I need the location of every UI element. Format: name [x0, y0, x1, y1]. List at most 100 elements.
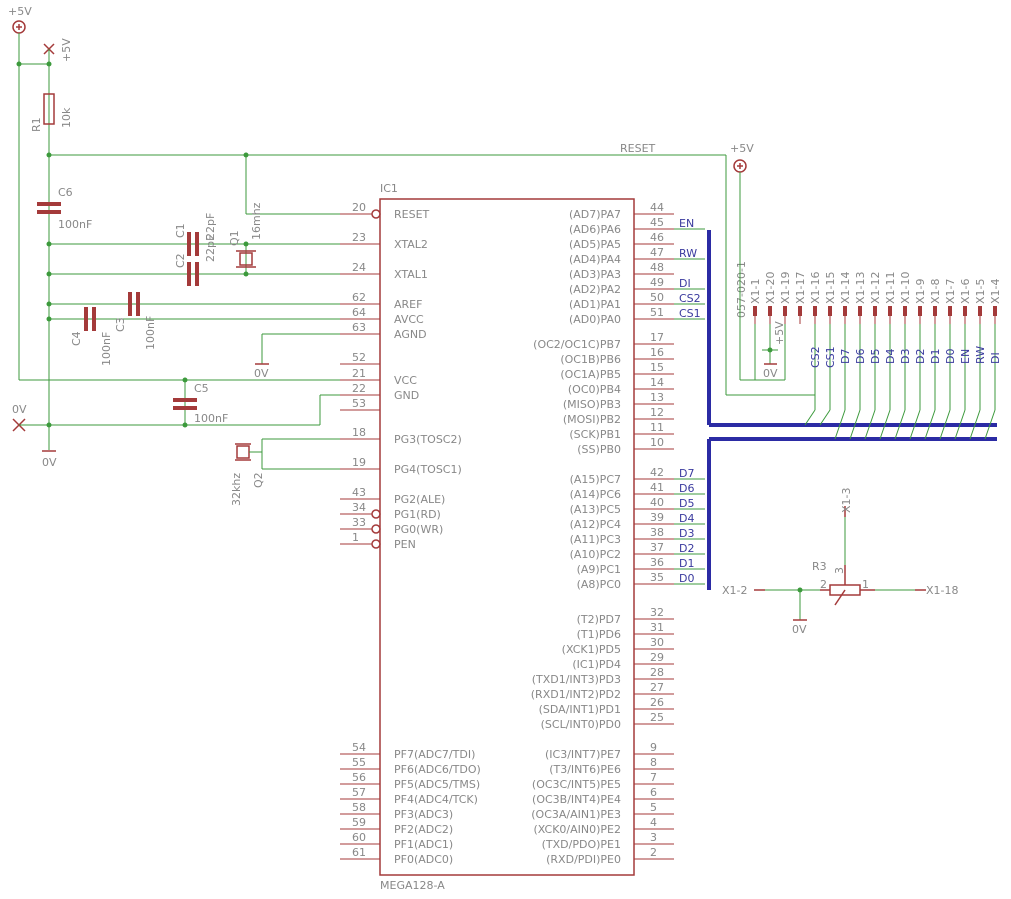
- ic-left-pin-number: 58: [352, 801, 366, 814]
- gnd-text: 0V: [42, 456, 57, 469]
- connector-pin-label: X1-6: [959, 278, 972, 304]
- c6-value: 100nF: [58, 218, 92, 231]
- ic-right-pin-label: (SDA/INT1)PD1: [539, 703, 621, 716]
- ic-left-pin-number: 20: [352, 201, 366, 214]
- ic-right-pin-label: (TXD1/INT3)PD3: [532, 673, 621, 686]
- ic-left-pin-number: 60: [352, 831, 366, 844]
- ic-left-pin-number: 63: [352, 321, 366, 334]
- ic-right-pin-number: 31: [650, 621, 664, 634]
- connector-pin-label: X1-5: [974, 278, 987, 304]
- connector-pin: [798, 306, 802, 316]
- ic-right-pin-number: 46: [650, 231, 664, 244]
- ic-left-pin-label: AGND: [394, 328, 427, 341]
- ic1-value: MEGA128-A: [380, 879, 445, 892]
- ic-right-pin-label: (MOSI)PB2: [563, 413, 621, 426]
- ic1-left-pins: 20RESET23XTAL224XTAL162AREF64AVCC63AGND5…: [340, 201, 481, 866]
- capacitor-c6: C6 100nF: [37, 186, 92, 231]
- c4-value: 100nF: [100, 332, 113, 366]
- connector-gnd-label: 0V: [763, 367, 778, 380]
- ic-left-pin-label: PF1(ADC1): [394, 838, 453, 851]
- ic-right-pin-label: (AD4)PA4: [569, 253, 621, 266]
- ic-right-pin-label: (MISO)PB3: [563, 398, 621, 411]
- capacitor-c3: C3 100nF: [114, 292, 157, 350]
- ic-right-pin-number: 12: [650, 406, 664, 419]
- r3-pin2: 2: [820, 578, 827, 591]
- pc-net-label: D0: [679, 572, 694, 585]
- connector-pin-label: X1-9: [914, 278, 927, 304]
- ic-right-pin-label: (AD3)PA3: [569, 268, 621, 281]
- ic-left-pin-number: 19: [352, 456, 366, 469]
- ic-right-pin-label: (IC3/INT7)PE7: [545, 748, 621, 761]
- c2-value: 22pF: [204, 213, 217, 240]
- ic-right-pin-number: 17: [650, 331, 664, 344]
- ic-left-pin-number: 1: [352, 531, 359, 544]
- ic-right-pin-label: (T2)PD7: [577, 613, 621, 626]
- ic-left-pin-number: 57: [352, 786, 366, 799]
- ic-right-pin-label: (A13)PC5: [570, 503, 621, 516]
- pc-net-label: D4: [679, 512, 694, 525]
- connector-pin: [813, 306, 817, 316]
- ic-right-pin-label: (TXD/PDO)PE1: [542, 838, 621, 851]
- ic-left-pin-label: PG1(RD): [394, 508, 441, 521]
- c3-value: 100nF: [144, 316, 157, 350]
- connector-pin: [873, 306, 877, 316]
- ic-left-pin-label: PF3(ADC3): [394, 808, 453, 821]
- ic-right-pin-number: 29: [650, 651, 664, 664]
- ic-left-pin-label: XTAL1: [394, 268, 428, 281]
- ic-right-pin-number: 8: [650, 756, 657, 769]
- connector-pin-label: X1-8: [929, 278, 942, 304]
- r3-left-net: X1-2: [722, 584, 748, 597]
- ic-right-pin-label: (RXD1/INT2)PD2: [531, 688, 621, 701]
- ic-right-pin-label: (A12)PC4: [570, 518, 621, 531]
- ic-right-pin-label: (OC3B/INT4)PE4: [532, 793, 621, 806]
- ic-right-pin-number: 30: [650, 636, 664, 649]
- connector-pin: [843, 306, 847, 316]
- connector-pin: [828, 306, 832, 316]
- c1-value: 22pF: [204, 235, 217, 262]
- connector-pin-label: X1-17: [794, 271, 807, 304]
- pa-net-label: EN: [679, 217, 694, 230]
- connector-pin-label: X1-1: [749, 278, 762, 304]
- connector-pin-label: X1-20: [764, 271, 777, 304]
- ic-inverted-pin: [371, 539, 381, 549]
- connector-pin-label: X1-12: [869, 271, 882, 304]
- connector-net-label: D1: [929, 349, 942, 364]
- ic1-right-pins: 44(AD7)PA745(AD6)PA646(AD5)PA547(AD4)PA4…: [531, 201, 674, 866]
- ic-left-pin-number: 23: [352, 231, 366, 244]
- ic-right-pin-label: (A10)PC2: [570, 548, 621, 561]
- ic-right-pin-label: (OC3C/INT5)PE5: [532, 778, 621, 791]
- connector-pin-label: X1-10: [899, 271, 912, 304]
- pc-net-label: D3: [679, 527, 694, 540]
- ic-left-pin-label: PG4(TOSC1): [394, 463, 462, 476]
- c5-name: C5: [194, 382, 209, 395]
- supply-label: +5V: [8, 5, 32, 18]
- ic-left-pin-number: 34: [352, 501, 366, 514]
- ic-left-pin-label: AVCC: [394, 313, 424, 326]
- ic-left-pin-label: GND: [394, 389, 419, 402]
- c4-name: C4: [70, 331, 83, 346]
- connector-pin-label: X1-13: [854, 271, 867, 304]
- ic-right-pin-number: 32: [650, 606, 664, 619]
- ic-right-pin-label: (AD1)PA1: [569, 298, 621, 311]
- connector-pin: [903, 306, 907, 316]
- ic-right-pin-number: 48: [650, 261, 664, 274]
- gnd-symbol-left: 0V: [42, 450, 57, 469]
- connector-pin: [753, 306, 757, 316]
- ic-right-pin-number: 9: [650, 741, 657, 754]
- ic-right-pin-label: (A11)PC3: [570, 533, 621, 546]
- ic-left-pin-label: PEN: [394, 538, 416, 551]
- ic-left-pin-label: RESET: [394, 208, 430, 221]
- ic1-body: [379, 198, 635, 876]
- ic-left-pin-number: 55: [352, 756, 366, 769]
- ic-left-pin-label: AREF: [394, 298, 422, 311]
- connector-5v-vlabel: +5V: [773, 321, 786, 345]
- ic-inverted-pin: [371, 509, 381, 519]
- r3-name: R3: [812, 560, 827, 573]
- connector-pin-label: X1-14: [839, 271, 852, 304]
- ic-left-pin-number: 54: [352, 741, 366, 754]
- connector-pin-label: X1-16: [809, 271, 822, 304]
